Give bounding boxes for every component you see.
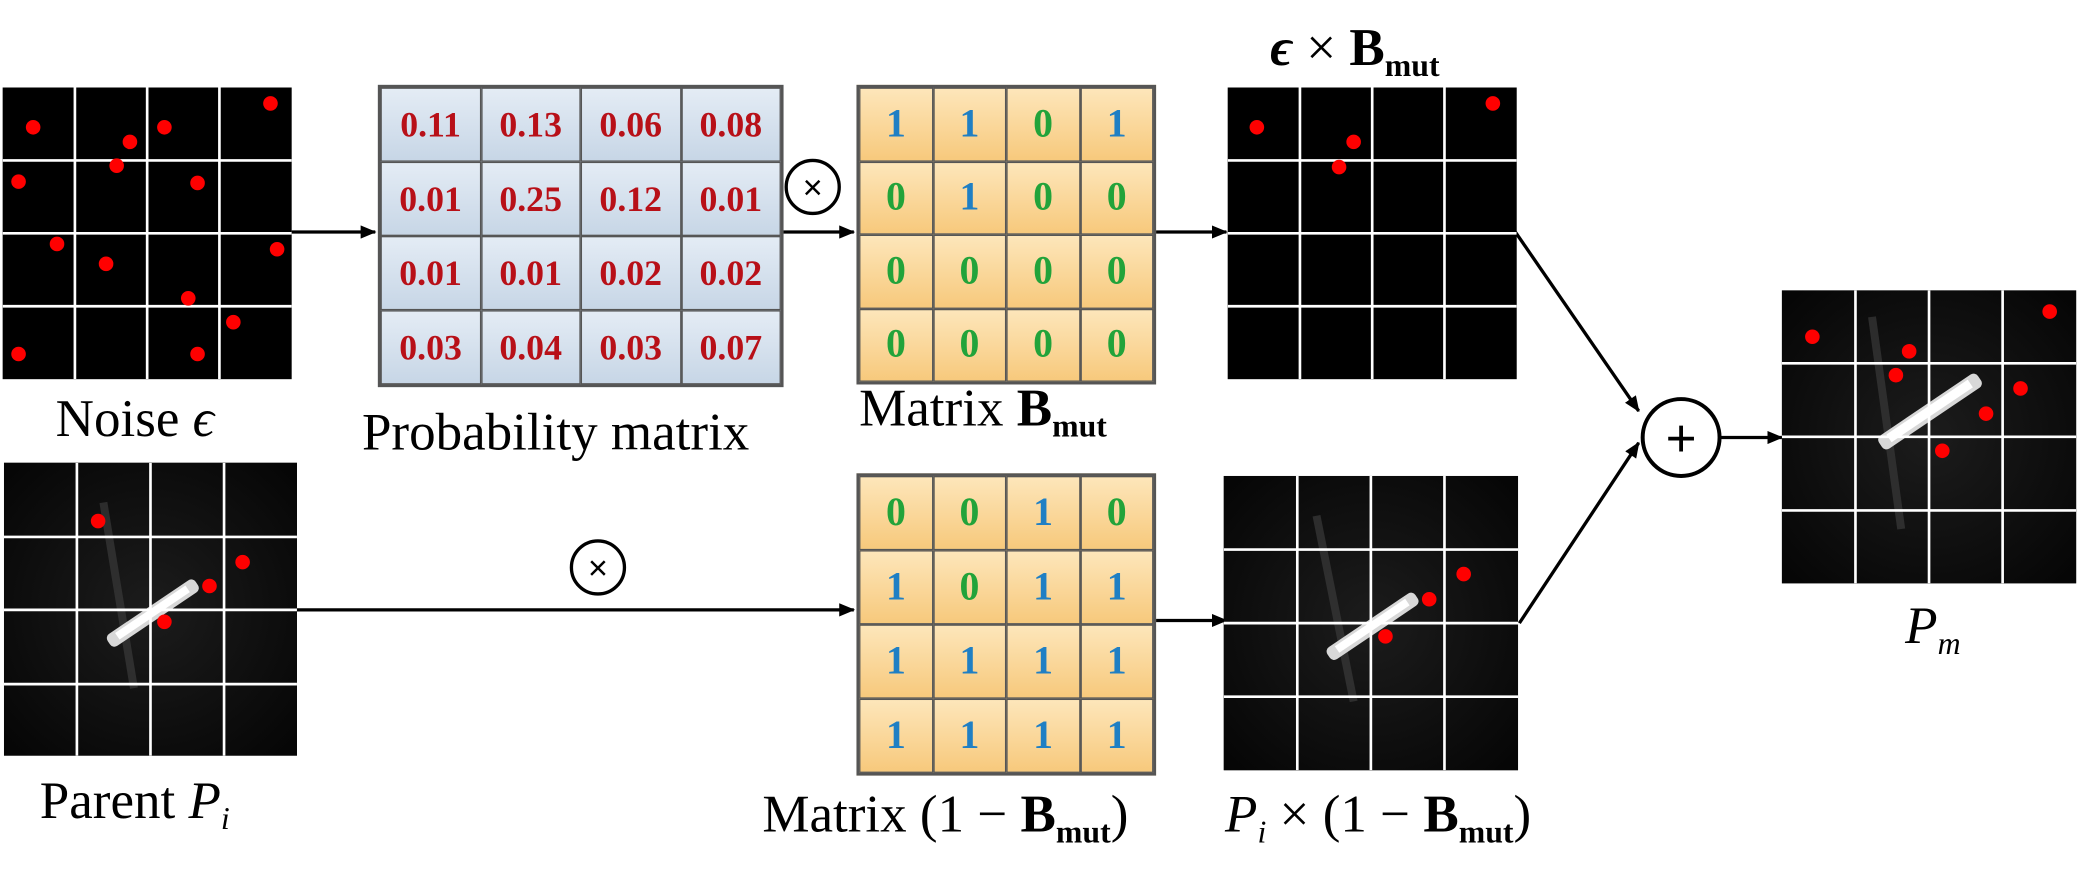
probability-cell: 0.25 [480, 161, 581, 236]
inverse-b-mut-cell: 1 [859, 698, 933, 773]
b-mut-cell: 0 [1079, 308, 1154, 382]
probability-cell: 0.13 [480, 87, 581, 162]
b-mut-cell: 0 [932, 234, 1007, 309]
inverse-b-mut-cell: 1 [859, 550, 933, 625]
add-op: + [1640, 397, 1722, 478]
b-mut-cell: 0 [932, 308, 1007, 382]
inverse-b-mut-cell: 1 [1006, 624, 1080, 699]
b-mut-cell: 1 [1079, 87, 1154, 162]
b-mut-cell: 1 [932, 161, 1007, 235]
inverse-b-mut-cell: 1 [1006, 550, 1080, 625]
arrow-noise-masked-to-sum [1514, 231, 1641, 413]
b-mut-cell: 0 [1079, 234, 1154, 309]
noise-dots [11, 96, 285, 362]
inverse-b-mut-cell: 0 [859, 475, 933, 551]
multiply-op-bottom: × [569, 539, 627, 596]
inverse-b-mut-cell: 0 [932, 475, 1007, 551]
b-mut-cell: 0 [1006, 87, 1080, 162]
probability-cell: 0.01 [380, 161, 481, 236]
probability-cell: 0.01 [480, 235, 581, 311]
probability-cell: 0.01 [380, 235, 481, 311]
inverse-b-mut-cell: 1 [1006, 475, 1080, 551]
multiply-op-top: × [784, 158, 841, 216]
label-noise: Noise ϵ [55, 388, 215, 449]
probability-cell: 0.08 [680, 87, 781, 162]
b-mut-cell: 1 [932, 87, 1007, 162]
inverse-b-mut-cell: 0 [1079, 475, 1154, 551]
b-mut-cell: 0 [859, 161, 933, 235]
b-mut-cell: 1 [859, 87, 933, 162]
inverse-b-mut-cell: 1 [1079, 550, 1154, 625]
inverse-b-mut-cell: 1 [932, 698, 1007, 773]
probability-cell: 0.01 [680, 161, 781, 236]
probability-cell: 0.12 [580, 161, 681, 236]
label-pm: Pm [1905, 595, 1961, 663]
parent-masked-panel [1223, 475, 1519, 771]
label-matrix-b-mut: Matrix Bmut [859, 377, 1107, 445]
probability-cell: 0.07 [680, 310, 781, 385]
probability-cell: 0.02 [580, 235, 681, 311]
inverse-b-mut-cell: 1 [932, 624, 1007, 699]
label-probability-matrix: Probability matrix [361, 401, 750, 462]
probability-cell: 0.11 [380, 87, 481, 162]
probability-cell: 0.03 [380, 310, 481, 385]
inverse-b-mut-cell: 1 [1079, 698, 1154, 773]
label-parent: Parent Pi [39, 770, 230, 838]
inverse-b-mut-cell: 1 [859, 624, 933, 699]
b-mut-cell: 0 [1079, 161, 1154, 235]
label-matrix-one-minus-b-mut: Matrix (1 − Bmut) [762, 783, 1129, 851]
inverse-b-mut-cell: 1 [1006, 698, 1080, 773]
b-mut-cell: 0 [859, 234, 933, 309]
b-mut-cell: 0 [1006, 161, 1080, 235]
probability-cell: 0.03 [580, 310, 681, 385]
svg-text:+: + [1666, 409, 1697, 468]
parent-image-panel [3, 462, 297, 756]
b-mut-cell: 0 [1006, 308, 1080, 382]
svg-text:×: × [588, 549, 608, 587]
result-pm-panel [1781, 290, 2077, 584]
probability-cell: 0.06 [580, 87, 681, 162]
label-parent-times-inverse: Pi × (1 − Bmut) [1225, 783, 1532, 851]
arrow-parent-masked-to-sum [1517, 441, 1641, 625]
noise-masked-panel [1227, 87, 1517, 380]
inverse-b-mut-cell: 1 [1079, 624, 1154, 699]
label-noise-times-b-mut: ϵ × Bmut [1270, 17, 1440, 85]
b-mut-cell: 0 [1006, 234, 1080, 309]
inverse-b-mut-cell: 0 [932, 550, 1007, 625]
noise-panel [2, 87, 292, 380]
b-mut-cell: 0 [859, 308, 933, 382]
probability-cell: 0.02 [680, 235, 781, 311]
probability-cell: 0.04 [480, 310, 581, 385]
svg-text:×: × [803, 169, 823, 207]
